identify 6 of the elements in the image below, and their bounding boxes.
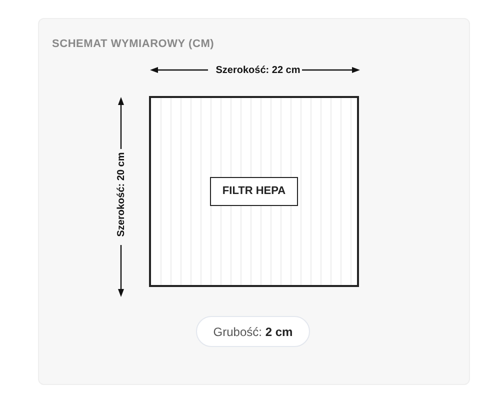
dimension-label: Szerokość: 20 cm <box>114 152 128 236</box>
title: SCHEMAT WYMIAROWY (CM) <box>52 37 214 52</box>
label-box: FILTR HEPA <box>210 177 298 206</box>
thickness-pill: Grubość: 2 cm <box>196 316 310 347</box>
filter-drawing <box>149 96 359 287</box>
dimension-label: Szerokość: 22 cm <box>214 64 302 78</box>
